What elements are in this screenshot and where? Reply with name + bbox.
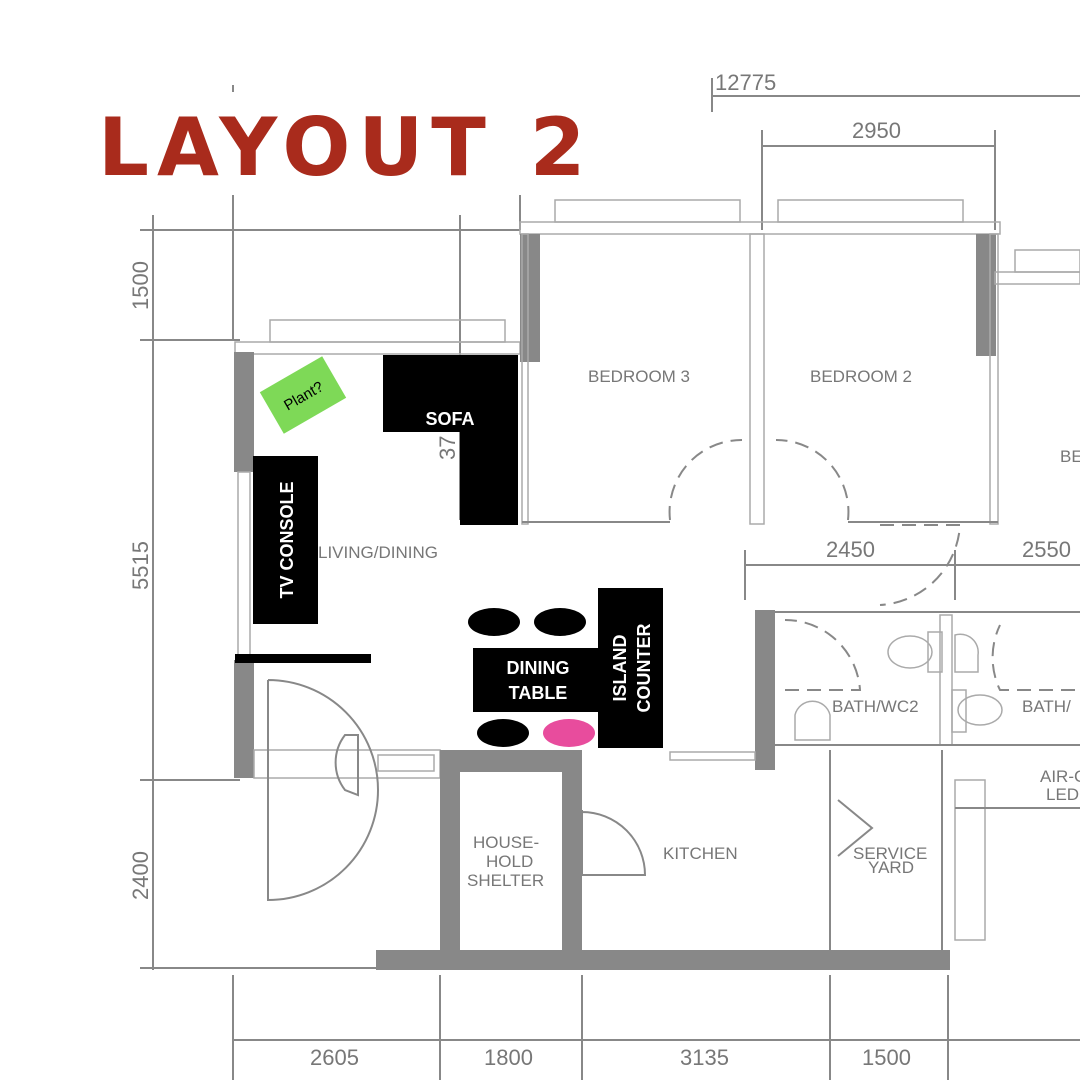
chair [534,608,586,636]
dim-1500-left: 1500 [128,261,153,310]
dim-2400: 2400 [128,851,153,900]
sofa [383,355,518,525]
tv-console [253,456,318,624]
dim-bottom-1: 2605 [310,1045,359,1070]
room-bath-wc2: BATH/WC2 [832,697,919,716]
dim-bottom-3: 3135 [680,1045,729,1070]
dim-total: 12775 [715,70,776,95]
room-bath-partial: BATH/ [1022,697,1071,716]
dining-label-1: DINING [507,658,570,678]
island-label-1: ISLAND [610,635,630,702]
dim-2550: 2550 [1022,537,1071,562]
sofa-label: SOFA [425,409,474,429]
room-shelter-3: SHELTER [467,871,544,890]
dim-sofa-partial: 37 [435,436,460,460]
bathroom-fixtures [794,631,1003,741]
chair-highlighted [543,719,595,747]
chair [477,719,529,747]
room-bedroom3: BEDROOM 3 [588,367,690,386]
dim-bottom-2: 1800 [484,1045,533,1070]
room-living-dining: LIVING/DINING [318,543,438,562]
dim-2450: 2450 [826,537,875,562]
doors [267,438,1075,902]
room-service-2: YARD [868,858,914,877]
dim-bedroom2: 2950 [852,118,901,143]
room-bedroom2: BEDROOM 2 [810,367,912,386]
island-label-2: COUNTER [634,624,654,713]
dining-label-2: TABLE [509,683,568,703]
layout-title: LAYOUT 2 [98,101,593,194]
room-kitchen: KITCHEN [663,844,738,863]
tv-console-label: TV CONSOLE [277,481,297,598]
walls [234,199,1080,970]
plant: Plant? [259,356,347,434]
dim-bottom-4: 1500 [862,1045,911,1070]
room-shelter-1: HOUSE- [473,833,539,852]
room-shelter-2: HOLD [486,852,533,871]
chair [468,608,520,636]
dim-5515: 5515 [128,541,153,590]
island-counter [598,588,663,748]
room-bedroom-partial: BE [1060,447,1080,466]
room-aircon-2: LEDG [1046,785,1080,804]
partition [235,654,371,663]
room-aircon-1: AIR-C [1040,767,1080,786]
room-service-1: SERVICE [853,844,927,863]
dining-table [473,648,598,712]
